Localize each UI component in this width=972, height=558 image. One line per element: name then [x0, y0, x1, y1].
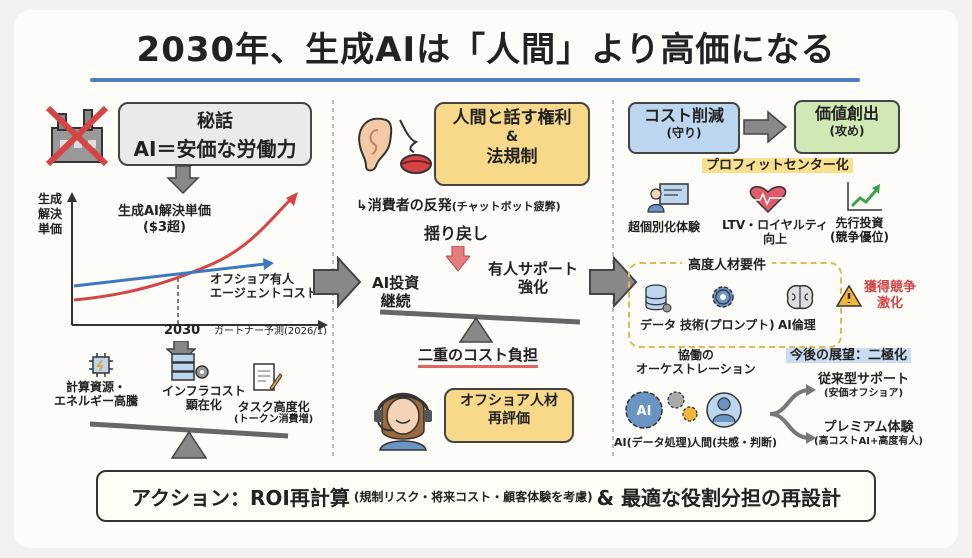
title-underline — [90, 78, 860, 82]
down-arrow-icon — [446, 246, 470, 272]
flow-arrow-icon — [589, 256, 638, 308]
swing-label: 揺り戻し — [424, 224, 489, 243]
human-role-label: 人間(共感・判断) — [690, 436, 778, 449]
action-note: (規制リスク・将来コスト・顧客体験を考慮) — [353, 489, 593, 504]
action-prefix: アクション：ROI再計算 — [131, 485, 350, 510]
cost-chart — [67, 192, 328, 330]
future-label: 今後の展望：二極化 — [786, 348, 912, 364]
item-compute: 計算資源・エネルギー高騰 — [54, 380, 139, 409]
ai-invest-label: AI投資継続 — [372, 274, 420, 310]
heart-icon — [749, 186, 787, 214]
server-gear-icon — [171, 353, 209, 381]
talent-ethics: AI倫理 — [778, 318, 816, 332]
offshore-reeval-box: オフショア人材再評価 — [444, 388, 574, 443]
consumer-backlash: ↳消費者の反発(チャットボット疲弊) — [356, 198, 561, 214]
talent-tech: 技術(プロンプト) — [680, 318, 775, 332]
face-mouth-icon — [399, 119, 432, 174]
secret-label: 秘話 — [197, 111, 233, 132]
rights-regulation-box: 人間と話す権利 & 法規制 — [434, 102, 590, 186]
feature-invest: 先行投資(競争優位) — [830, 216, 889, 245]
action-suffix: & 最適な役割分担の再設計 — [596, 485, 841, 510]
talent-title: 高度人材要件 — [682, 258, 773, 274]
chip-icon — [89, 353, 113, 377]
ear-icon — [358, 117, 393, 172]
svg-text:AI: AI — [637, 404, 652, 419]
flow-arrow-icon — [313, 256, 362, 308]
cost-cut-box: コスト削減(守り) — [628, 102, 740, 154]
human-support-label: 有人サポート強化 — [488, 260, 579, 296]
crossed-factory-icon — [45, 105, 109, 166]
down-arrow-icon — [166, 166, 200, 194]
x-tick-2030: 2030 — [164, 323, 201, 338]
double-cost-label: 二重のコスト負担 — [418, 346, 539, 368]
document-pen-icon — [253, 363, 282, 391]
ai-human-collab-icon: AI — [625, 391, 742, 429]
warning-icon — [836, 284, 862, 307]
secret-text: AI＝安価な労働力 — [133, 137, 297, 161]
warning-label: 獲得競争激化 — [864, 280, 917, 311]
secret-box: 秘話 AI＝安価な労働力 — [118, 102, 312, 166]
item-infra: インフラコスト顕在化 — [162, 384, 246, 413]
branch-premium: プレミアム体験(高コストAI+高度有人) — [814, 420, 923, 447]
feature-ltv: LTV・ロイヤルティ向上 — [722, 218, 829, 247]
ai-role-label: AI(データ処理) — [614, 436, 692, 449]
y-axis-label: 生成解決単価 — [38, 192, 63, 236]
item-task: タスク高度化(トークン消費増) — [234, 400, 314, 426]
database-icon — [645, 284, 672, 313]
left-seesaw — [89, 421, 289, 459]
offshore-cost-label: オフショア有人エージェントコスト — [210, 272, 318, 301]
right-arrow-icon — [743, 110, 788, 144]
ai-cost-label: 生成AI解決単価($3超) — [118, 204, 211, 235]
orchestration-label: 協働のオーケストレーション — [636, 348, 756, 377]
value-create-box: 価値創出(攻め) — [794, 100, 900, 154]
gear-icon — [712, 286, 734, 308]
page-title: 2030年、生成AIは「人間」より高価になる — [136, 30, 836, 70]
talent-data: データ — [640, 318, 677, 332]
source-note: ガートナー予測(2026/1) — [214, 326, 327, 337]
profit-center-label: プロフィットセンター化 — [702, 158, 853, 174]
person-screen-icon — [647, 183, 689, 213]
branch-arrows — [769, 384, 816, 444]
feature-personalization: 超個別化体験 — [628, 220, 701, 234]
ai-cost-line — [73, 196, 294, 302]
offshore-cost-line — [73, 262, 266, 288]
growth-chart-icon — [847, 182, 882, 211]
headset-operator-icon — [374, 392, 432, 451]
middle-seesaw — [379, 309, 581, 343]
action-bar: アクション：ROI再計算 (規制リスク・将来コスト・顧客体験を考慮) & 最適な… — [96, 470, 876, 522]
brain-icon — [786, 284, 814, 310]
branch-traditional: 従来型サポート(安価オフショア) — [818, 372, 910, 399]
